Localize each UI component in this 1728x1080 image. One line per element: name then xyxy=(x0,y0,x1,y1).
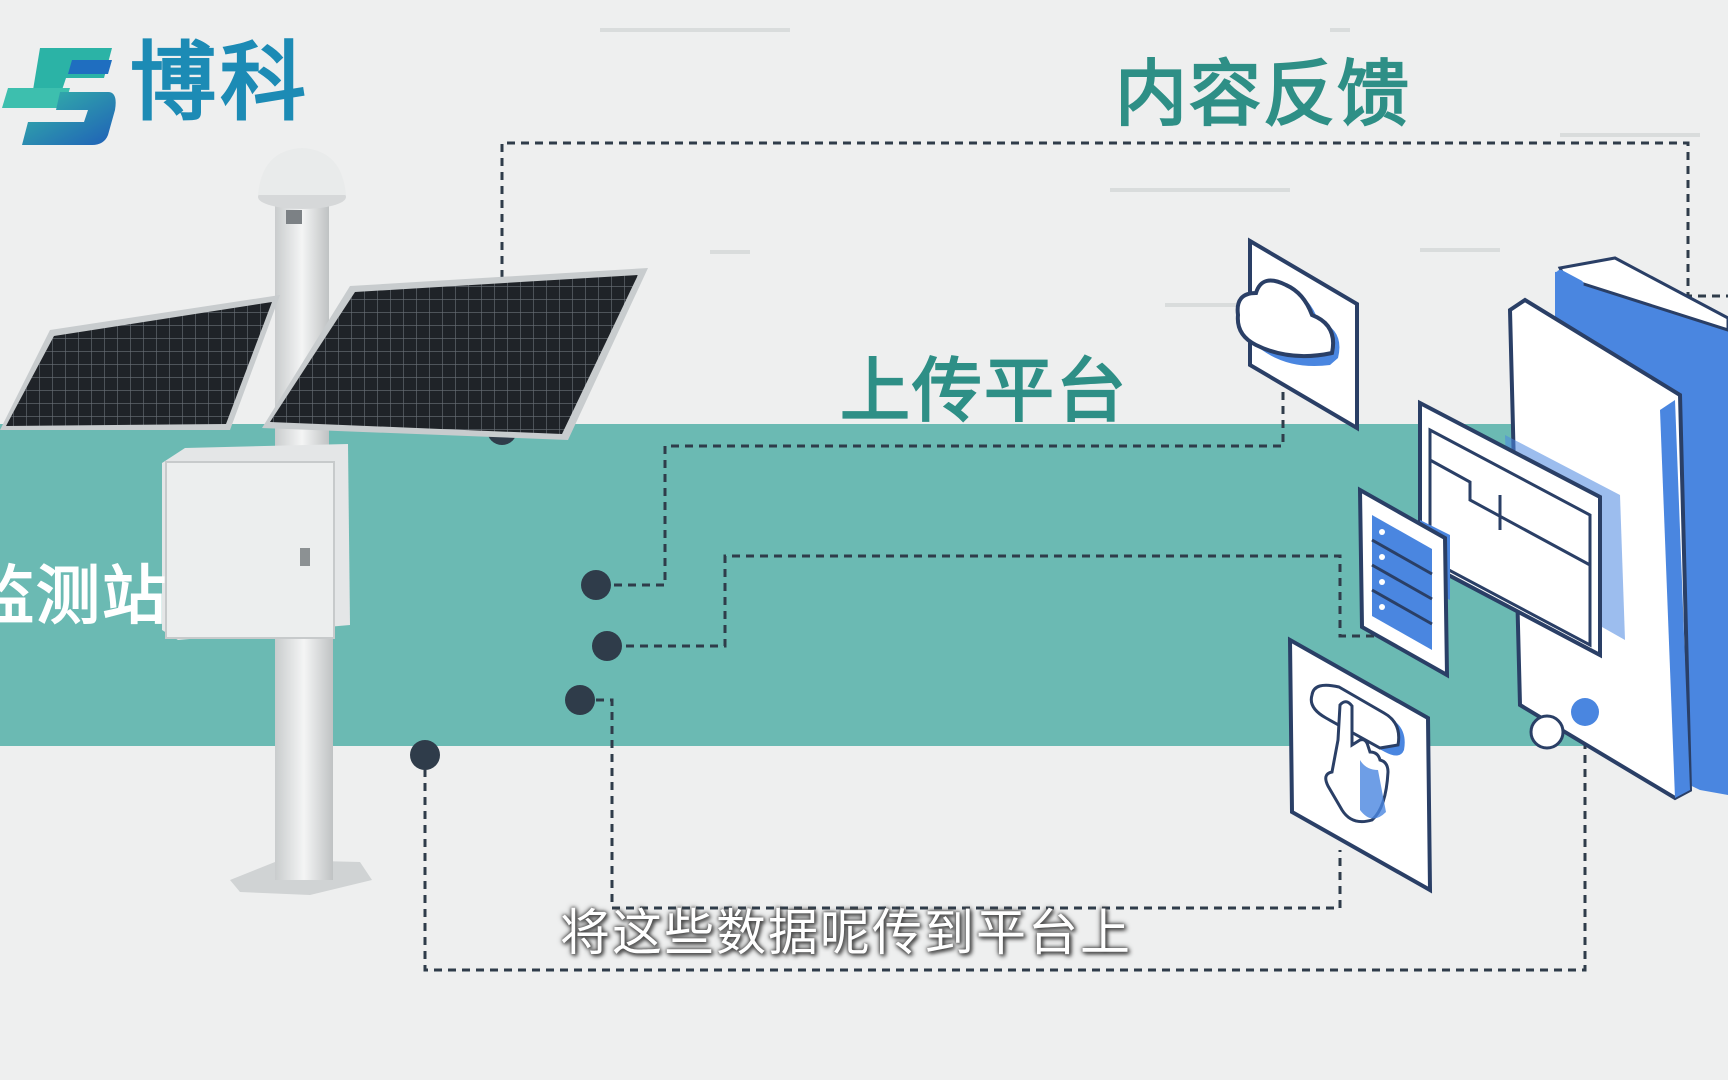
cloud-icon xyxy=(1235,237,1359,432)
server-icon xyxy=(1357,486,1450,679)
station-label: 监测站 xyxy=(0,560,168,634)
upload-title: 上传平台 xyxy=(840,350,1128,432)
brand-name: 博科 xyxy=(130,33,310,133)
feedback-title: 内容反馈 xyxy=(1115,52,1412,136)
touch-icon xyxy=(1287,636,1433,894)
dashboard-icon xyxy=(1418,399,1602,659)
subtitle-caption: 将这些数据呢传到平台上 xyxy=(560,904,1132,962)
